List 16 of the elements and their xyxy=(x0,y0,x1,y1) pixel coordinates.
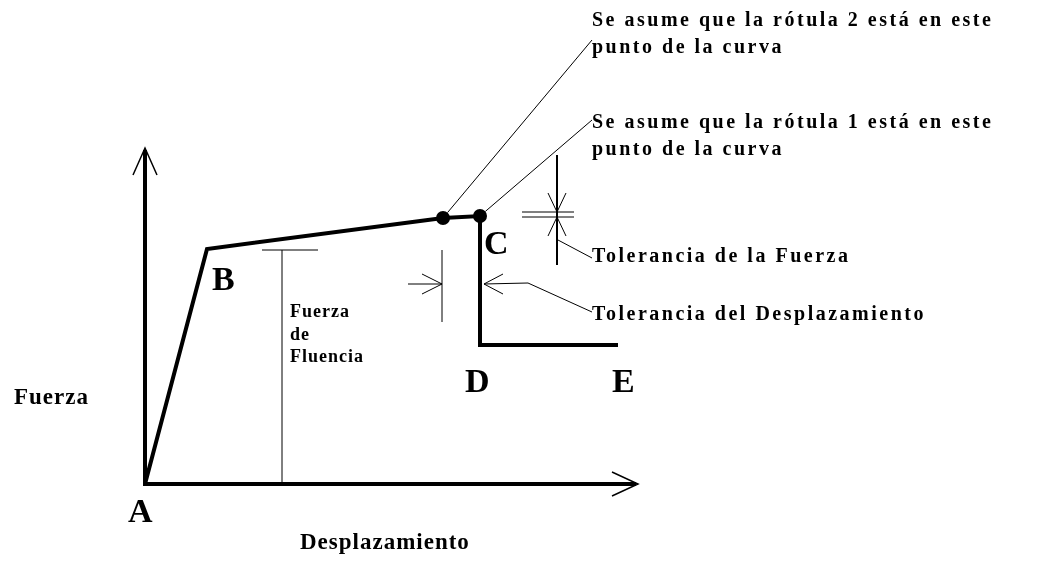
dimension-label: Fuerza de Fluencia xyxy=(290,300,365,368)
point-label: D xyxy=(465,361,490,401)
point-label: E xyxy=(612,361,635,401)
callout-text: Se asume que la rótula 1 está en este punto de la curva xyxy=(592,109,995,162)
point-label: C xyxy=(484,223,509,263)
axis-label: Fuerza xyxy=(14,383,89,411)
leader-line xyxy=(484,119,593,212)
leader-line xyxy=(447,39,593,214)
leader-line xyxy=(557,239,593,259)
callout-text: Tolerancia del Desplazamiento xyxy=(592,301,927,327)
point-label: B xyxy=(212,259,235,299)
axis-label: Desplazamiento xyxy=(300,528,470,556)
callout-text: Tolerancia de la Fuerza xyxy=(592,243,852,268)
leader-line xyxy=(527,282,593,313)
callout-text: Se asume que la rótula 2 está en este punto de la curva xyxy=(592,7,995,60)
point-label: A xyxy=(128,491,153,531)
